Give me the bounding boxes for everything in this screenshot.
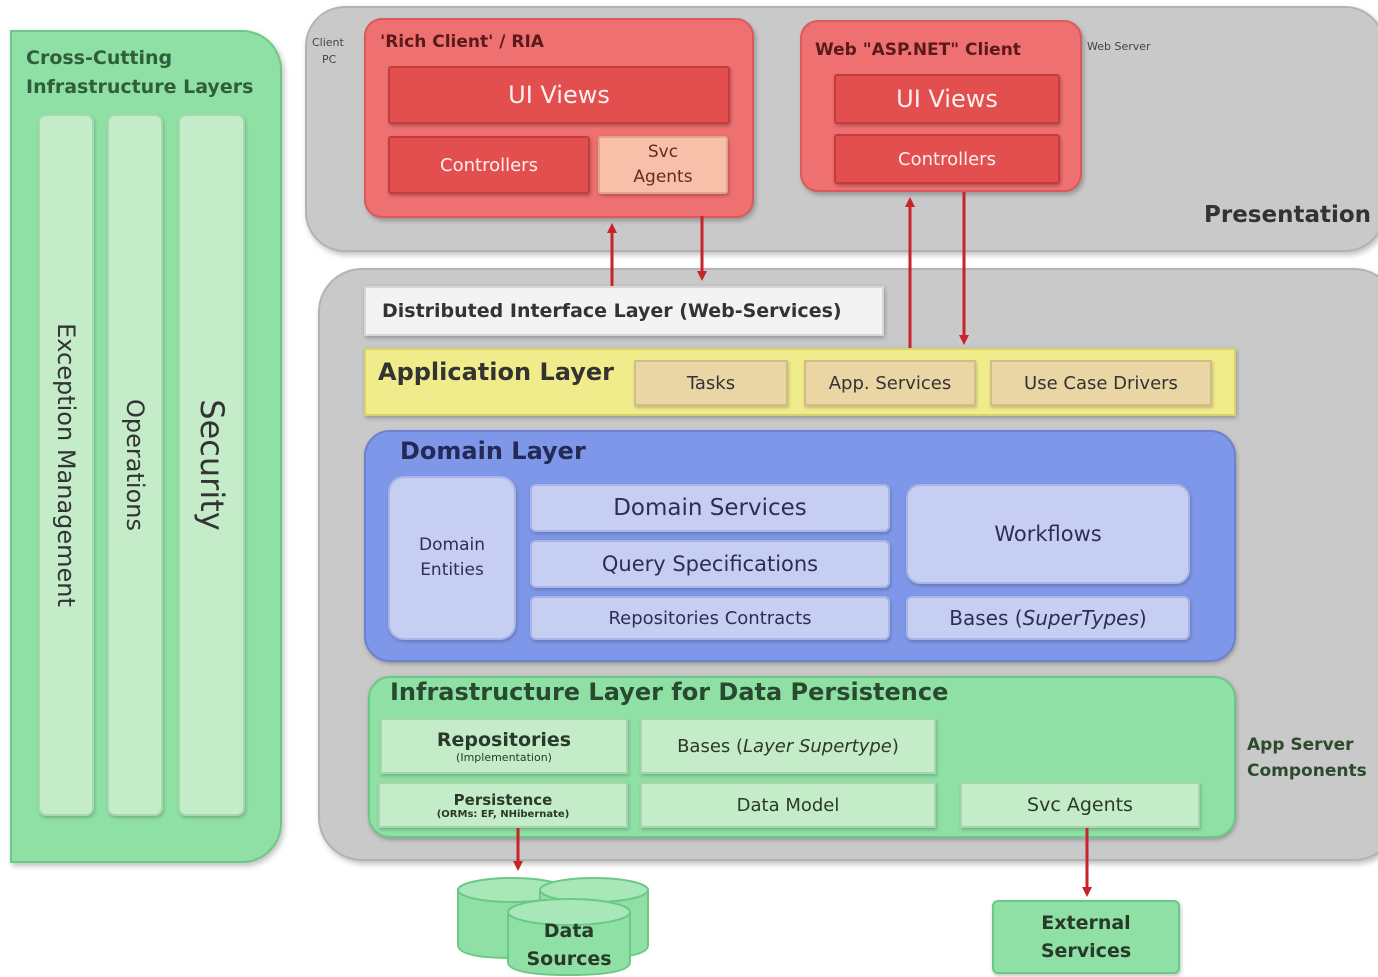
infra-bases-suffix: )	[891, 735, 899, 757]
repositories-contracts: Repositories Contracts	[530, 596, 890, 640]
client-pc-line1: Client	[312, 36, 344, 49]
rich-client-title: 'Rich Client' / RIA	[380, 32, 544, 52]
client-pc-label: Client PC	[312, 34, 344, 68]
data-sources-line2: Sources	[526, 948, 612, 970]
application-layer-title: Application Layer	[378, 358, 614, 386]
cross-cutting-title-line2: Infrastructure Layers	[26, 76, 254, 98]
pillar-label: Security	[192, 399, 231, 531]
data-sources-line1: Data	[543, 920, 595, 942]
infra-persistence-title: Persistence	[453, 790, 553, 809]
domain-layer-title: Domain Layer	[400, 437, 586, 465]
web-client-title: Web "ASP.NET" Client	[815, 40, 1021, 60]
app-server-label: App Server Components	[1247, 732, 1367, 784]
infra-svc-agents: Svc Agents	[960, 782, 1200, 828]
distributed-interface-layer: Distributed Interface Layer (Web-Service…	[364, 286, 884, 336]
infra-persistence: Persistence (ORMs: EF, NHibernate)	[378, 782, 628, 828]
domain-services: Domain Services	[530, 484, 890, 532]
web-server-label: Web Server	[1087, 40, 1151, 53]
rich-client-controllers: Controllers	[388, 136, 590, 194]
infra-bases-layer-supertype: Bases (Layer Supertype)	[640, 718, 936, 774]
rich-client-svc-agents: Svc Agents	[598, 136, 728, 194]
infra-repositories: Repositories (Implementation)	[380, 718, 628, 774]
domain-bases-supertypes: Bases (SuperTypes)	[906, 596, 1190, 640]
app-server-line2: Components	[1247, 761, 1367, 781]
external-services-line1: External	[1041, 912, 1131, 934]
domain-entities-line1: Domain	[419, 535, 485, 555]
infra-bases-prefix: Bases (	[677, 735, 744, 757]
infra-persistence-sub: (ORMs: EF, NHibernate)	[436, 808, 570, 820]
domain-bases-em: SuperTypes	[1022, 606, 1139, 630]
cross-cutting-title-line1: Cross-Cutting	[26, 47, 173, 69]
svc-agents-line1: Svc	[647, 142, 679, 162]
data-sources-label: Data Sources	[510, 917, 628, 973]
infra-repositories-title: Repositories	[436, 728, 572, 751]
domain-bases-prefix: Bases (	[949, 606, 1023, 630]
app-layer-use-case-drivers: Use Case Drivers	[990, 360, 1212, 406]
svc-agents-line2: Agents	[633, 167, 693, 187]
pillar-operations: Operations	[107, 114, 163, 816]
app-layer-tasks: Tasks	[634, 360, 788, 406]
external-services-line2: Services	[1040, 940, 1132, 962]
rich-client-ui-views: UI Views	[388, 66, 730, 124]
query-specifications: Query Specifications	[530, 540, 890, 588]
app-server-line1: App Server	[1247, 735, 1354, 755]
pillar-security: Security	[178, 114, 245, 816]
infra-repositories-sub: (Implementation)	[456, 750, 552, 764]
client-pc-line2: PC	[322, 53, 337, 66]
workflows: Workflows	[906, 484, 1190, 584]
infra-bases-em: Layer Supertype	[743, 735, 892, 757]
presentation-label: Presentation	[1204, 202, 1372, 228]
infrastructure-layer-title: Infrastructure Layer for Data Persistenc…	[390, 678, 949, 706]
web-client-ui-views: UI Views	[834, 74, 1060, 124]
cross-cutting-title: Cross-Cutting Infrastructure Layers	[26, 44, 276, 102]
pillar-label: Exception Management	[52, 323, 80, 607]
infra-data-model: Data Model	[640, 782, 936, 828]
domain-entities-line2: Entities	[420, 560, 484, 580]
domain-entities: Domain Entities	[388, 476, 516, 640]
pillar-exception-management: Exception Management	[38, 114, 94, 816]
app-layer-app-services: App. Services	[804, 360, 976, 406]
pillar-label: Operations	[121, 399, 149, 531]
external-services-box: External Services	[992, 900, 1180, 974]
domain-bases-suffix: )	[1138, 606, 1147, 630]
web-client-controllers: Controllers	[834, 134, 1060, 184]
